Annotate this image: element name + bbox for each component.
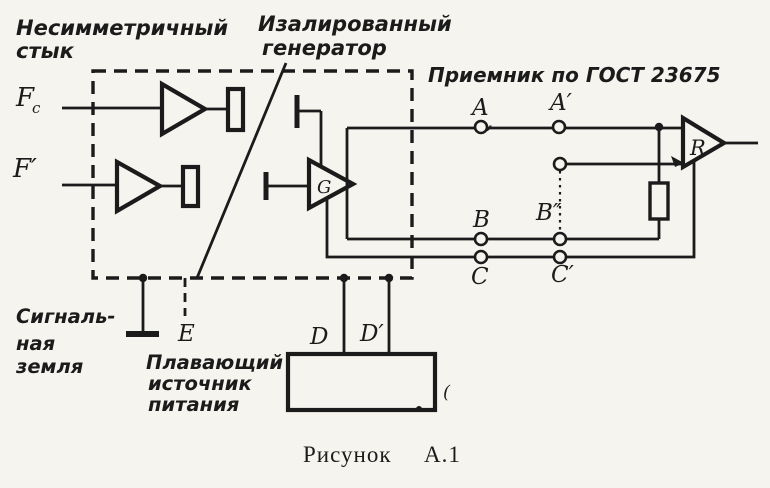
termination-resistor xyxy=(648,181,670,221)
terminal-a xyxy=(473,119,489,135)
receiver-triangle xyxy=(680,114,729,171)
generator-dashed-enclosure xyxy=(91,69,414,280)
label-d-prime: D′ xyxy=(359,321,384,347)
receiver-heading-label: Приемник по ГОСТ 23675 xyxy=(428,63,720,87)
connector-pin-2 xyxy=(180,164,201,209)
buffer-amplifier-2 xyxy=(114,158,165,215)
terminal-a-prime xyxy=(551,119,567,135)
generator-letter: G xyxy=(317,177,331,198)
label-f: F xyxy=(15,83,35,113)
floating-supply-label-line1: Плавающий xyxy=(146,351,283,374)
generator-triangle xyxy=(306,156,358,212)
label-a-prime: A′ xyxy=(548,90,573,116)
floating-supply-label-line2: источник xyxy=(148,372,252,395)
isolation-barrier-line xyxy=(195,62,288,279)
label-e: E xyxy=(177,321,195,347)
buffer-amplifier-1 xyxy=(159,80,210,138)
terminal-b xyxy=(473,231,489,247)
signal-ground-label-line2: ная xyxy=(16,332,55,355)
label-a: A xyxy=(470,95,489,121)
floating-supply-box xyxy=(285,351,438,413)
isolated-generator-label-line2: генератор xyxy=(262,36,387,60)
terminal-c xyxy=(473,249,489,265)
terminal-b-second-upper xyxy=(552,156,568,172)
stray-comma-mark: , xyxy=(486,108,493,134)
label-b-double-prime: B″ xyxy=(535,200,562,226)
label-b: B xyxy=(472,207,490,233)
label-f-prime: F′ xyxy=(12,154,37,184)
label-c-prime: C′ xyxy=(551,262,575,288)
figure-caption-number: А.1 xyxy=(424,442,461,467)
junction-dot-a-line xyxy=(654,122,664,132)
line-c-wire xyxy=(325,161,696,259)
signal-ground-label-line1: Сигналь- xyxy=(16,305,116,328)
unbalanced-interface-label-line2: стык xyxy=(16,39,75,63)
label-d: D xyxy=(309,324,328,350)
label-c: C xyxy=(471,264,489,290)
receiver-input-arrowhead xyxy=(671,156,684,167)
terminal-c-prime xyxy=(552,249,568,265)
terminal-b-second-lower xyxy=(552,231,568,247)
label-f-subscript: c xyxy=(32,99,41,117)
unbalanced-interface-label-line1: Несимметричный xyxy=(16,16,228,40)
receiver-letter: R xyxy=(689,136,706,160)
signal-ground-label-line3: земля xyxy=(15,355,83,378)
stray-paren-mark: ( xyxy=(443,382,451,403)
isolated-generator-label-line1: Изалированный xyxy=(258,12,452,36)
figure-caption-word: Рисунок xyxy=(303,442,392,467)
connector-pin-1 xyxy=(225,86,246,133)
floating-supply-label-line3: питания xyxy=(148,393,239,416)
